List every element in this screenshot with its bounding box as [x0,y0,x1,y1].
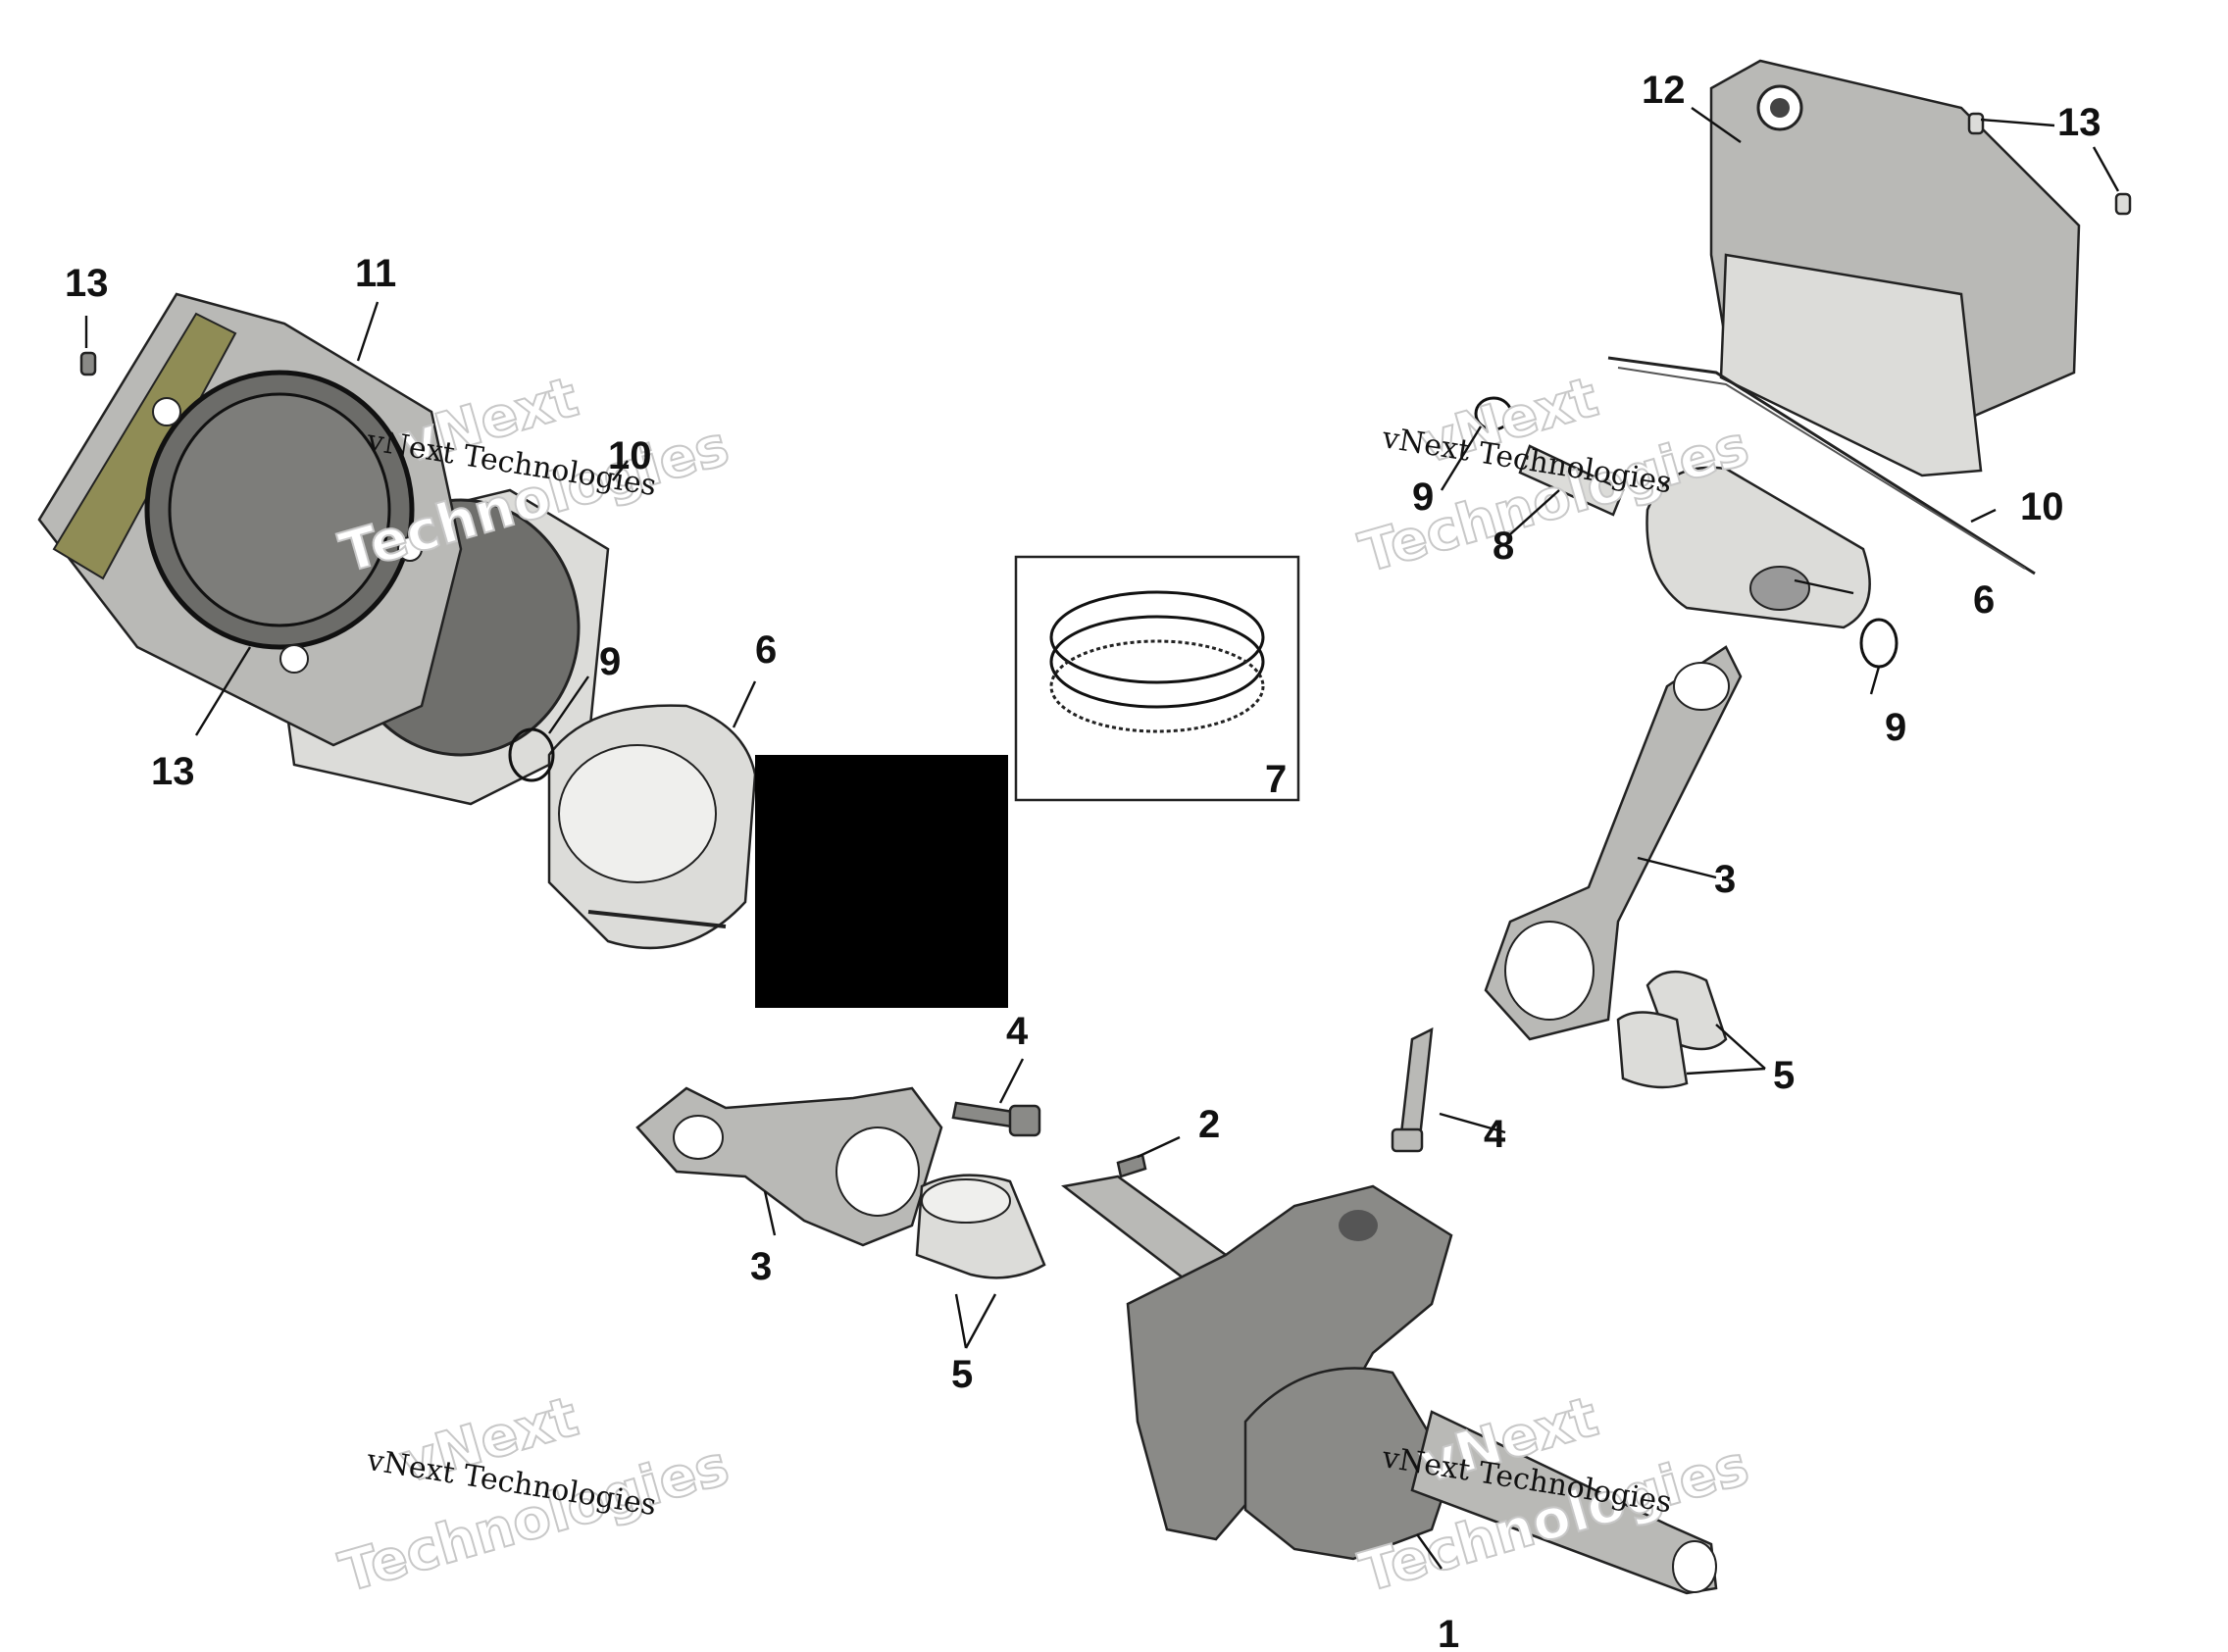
left-rod-bearings [915,1174,1046,1279]
callout-12: 12 [1642,69,1686,112]
callout-3: 3 [1714,858,1736,901]
left-dowel-pin [79,351,97,376]
callout-11: 11 [355,252,396,295]
callout-4: 4 [1006,1010,1029,1053]
callout-3: 3 [750,1245,772,1288]
redaction-box [755,755,1008,1008]
callout-13: 13 [65,262,109,305]
right-rod-bearings [1616,970,1728,1089]
left-rod-bolt [951,1101,1041,1137]
leader-lines [84,107,2120,1570]
right-cylinder-gasket [1607,356,2036,576]
callout-6: 6 [1973,578,1995,622]
callout-8: 8 [1493,525,1514,568]
left-piston [547,704,757,950]
left-cylinder [37,292,463,747]
crankshaft-key [1116,1153,1147,1178]
left-circlip [508,727,555,782]
callout-numbers: 13 11 10 13 9 6 7 4 2 3 5 1 4 3 5 9 6 10… [65,69,2101,1652]
callout-9: 9 [1885,706,1906,749]
callout-1: 1 [1438,1613,1459,1652]
left-connecting-rod [635,1086,943,1247]
right-dowel-pins [1967,112,2132,216]
right-connecting-rod [1484,645,1743,1041]
callout-9: 9 [1412,476,1434,519]
callout-2: 2 [1198,1103,1220,1146]
callout-7: 7 [1265,758,1287,801]
right-piston [1646,466,1871,629]
callout-13: 13 [151,750,195,793]
callout-10: 10 [2020,485,2064,528]
piston-ring-set-box [1014,555,1300,802]
right-piston-pin [1518,444,1625,517]
right-cylinder [1709,59,2081,477]
callout-4: 4 [1484,1113,1506,1156]
callout-10: 10 [608,434,652,477]
callout-5: 5 [951,1353,973,1396]
callout-5: 5 [1773,1054,1795,1097]
crankshaft [1061,1175,1718,1595]
callout-6: 6 [755,628,777,672]
right-rod-bolt [1391,1026,1434,1153]
callout-13: 13 [2057,101,2101,144]
callout-9: 9 [599,640,621,683]
